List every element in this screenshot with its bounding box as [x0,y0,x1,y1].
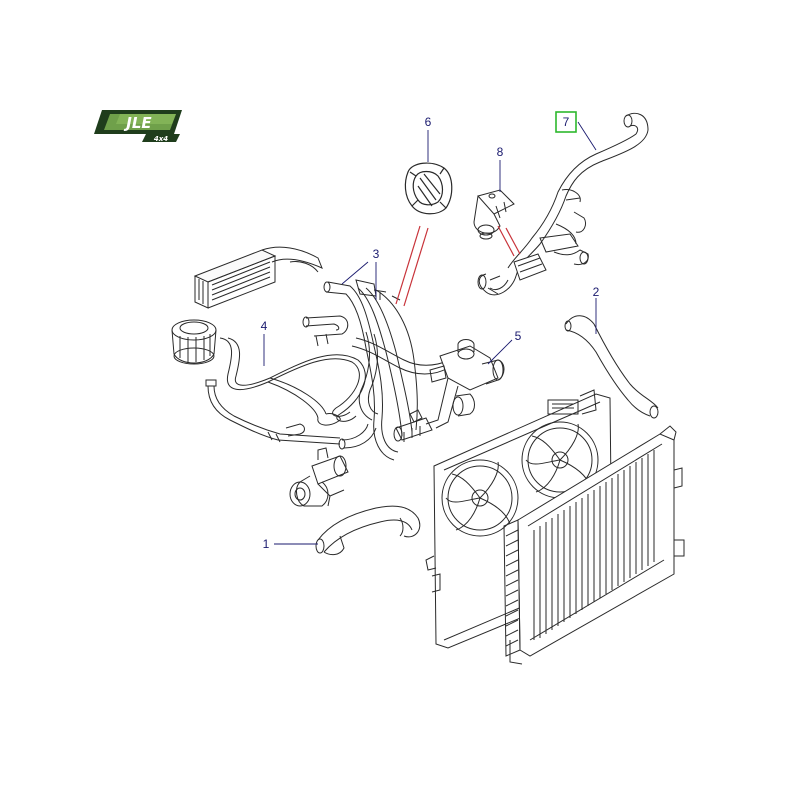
callout-3[interactable]: 3 [373,247,380,261]
sensor-8-drawing [473,189,515,240]
elbow-pipe-drawing [338,331,471,450]
callout-7-highlight-box [555,111,577,133]
callout-leaders [263,121,597,545]
red-indicator-lines [395,225,521,307]
callout-8[interactable]: 8 [497,145,504,159]
small-pipe-drawing [302,315,349,347]
hose-1-drawing [315,505,421,556]
brand-logo-subtext: 4x4 [154,135,168,143]
brand-logo: JLE 4x4 [94,110,182,143]
callout-4[interactable]: 4 [261,319,268,333]
seal-6-drawing [404,162,453,215]
thermostat-housing-drawing [393,339,505,442]
expansion-tank-cap-drawing [171,319,217,365]
hose-4-drawing [219,337,366,426]
callout-6[interactable]: 6 [425,115,432,129]
radiator-drawing [503,425,685,665]
callout-1[interactable]: 1 [263,537,270,551]
callout-7[interactable]: 7 [563,115,570,129]
callout-5[interactable]: 5 [515,329,522,343]
callout-labels: 1 2 3 4 5 6 7 8 [261,111,600,551]
hose-7-drawing [477,112,649,296]
coolant-outlet-drawing [289,447,349,507]
brand-logo-text: JLE [123,114,152,132]
hose-3-drawing [323,279,418,461]
heater-matrix-drawing [193,246,323,309]
hose-2-drawing [564,315,659,419]
bleed-pipe-drawing [205,379,341,445]
callout-2[interactable]: 2 [593,285,600,299]
